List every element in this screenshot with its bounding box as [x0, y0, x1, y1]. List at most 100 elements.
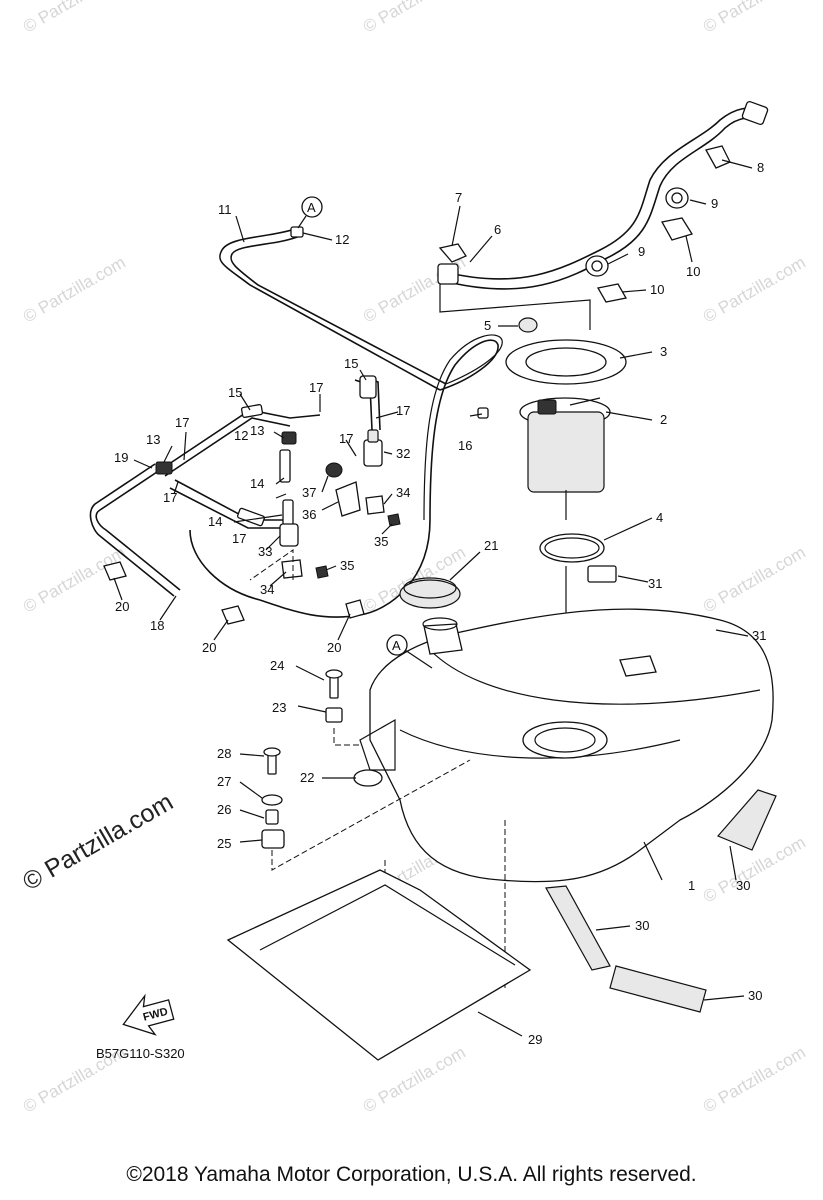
callout-label: 20: [115, 599, 129, 614]
callout-label: 4: [656, 510, 663, 525]
callout-label: 17: [232, 531, 246, 546]
callout-label: 16: [458, 438, 472, 453]
callout-label: 34: [396, 485, 410, 500]
callout-label: 13: [146, 432, 160, 447]
leader-lines: [113, 159, 753, 1037]
callout-label: 34: [260, 582, 274, 597]
clip-7: [438, 243, 467, 263]
callout-label: 7: [455, 190, 462, 205]
callout-label: 10: [686, 264, 700, 279]
clip-10-top: [660, 217, 694, 241]
ref-marker-label: A: [392, 638, 401, 653]
holder-34-left: [281, 559, 303, 579]
callout-label: 8: [757, 160, 764, 175]
loop-hose: [189, 339, 499, 618]
callout-label: 35: [374, 534, 388, 549]
ref-marker-label: A: [307, 200, 316, 215]
diagram-code: B57G110-S320: [96, 1046, 185, 1061]
damper-22: [353, 769, 383, 787]
gasket-4: [539, 533, 605, 563]
pipe-14-upper: [279, 449, 291, 483]
clamp-16: [477, 407, 489, 419]
fuel-pump-2: [519, 397, 611, 493]
callout-label: 3: [660, 344, 667, 359]
clip-10-bottom: [596, 283, 628, 303]
callout-label: 9: [638, 244, 645, 259]
bolt-35-left: [315, 565, 329, 579]
breather-hose-11: [219, 227, 447, 391]
callout-label: 23: [272, 700, 286, 715]
callout-label: 19: [114, 450, 128, 465]
callout-label: 17: [175, 415, 189, 430]
joint-13-left: [155, 461, 173, 475]
callout-label: 35: [340, 558, 354, 573]
callout-labels: 1234567899101011121213131414151516171717…: [114, 160, 766, 1047]
callout-label: 11: [218, 202, 232, 217]
callout-label: 25: [217, 836, 231, 851]
cap-37: [325, 462, 343, 478]
protector-29: [226, 869, 532, 1061]
callout-label: 30: [736, 878, 750, 893]
clip-8: [705, 145, 731, 169]
callout-label: 15: [344, 356, 358, 371]
damper-30-right: [716, 789, 777, 851]
callout-label: 31: [648, 576, 662, 591]
ref-marker-a-tank: A: [386, 634, 433, 669]
connector-31-upper: [587, 565, 617, 583]
bolt-35-right: [387, 513, 401, 527]
fuel-tank-1: [359, 608, 774, 883]
washer-27: [261, 794, 283, 806]
fuel-hose: [437, 100, 769, 290]
bracket-36: [335, 481, 361, 517]
damper-25: [261, 829, 285, 849]
callout-label: 5: [484, 318, 491, 333]
holder-34-right: [365, 495, 385, 515]
collar-26: [265, 809, 279, 825]
callout-label: 14: [250, 476, 264, 491]
callout-label: 17: [396, 403, 410, 418]
callout-label: 18: [150, 618, 164, 633]
callout-label: 2: [660, 412, 667, 427]
damper-30-lower: [609, 965, 707, 1013]
callout-label: 36: [302, 507, 316, 522]
damper-30-middle: [545, 885, 611, 971]
clip-20-lower: [221, 605, 245, 625]
callout-label: 17: [309, 380, 323, 395]
plate-3: [505, 339, 627, 385]
clip-20-right: [345, 599, 365, 619]
copyright-notice: ©2018 Yamaha Motor Corporation, U.S.A. A…: [126, 1163, 697, 1186]
collar-23: [325, 707, 343, 723]
callout-label: 9: [711, 196, 718, 211]
valve-32: [363, 439, 383, 467]
callout-label: 17: [163, 490, 177, 505]
callout-label: 10: [650, 282, 664, 297]
clip-20-left: [103, 561, 127, 581]
clamp-12: [290, 226, 304, 238]
callout-label: 12: [234, 428, 248, 443]
joint-13-center: [281, 431, 297, 445]
callout-label: 30: [748, 988, 762, 1003]
callout-label: 15: [228, 385, 242, 400]
filler-cap-21: [399, 577, 461, 609]
callout-label: 33: [258, 544, 272, 559]
valve-33: [279, 523, 299, 547]
callout-label: 28: [217, 746, 231, 761]
callout-label: 21: [484, 538, 498, 553]
callout-label: 20: [327, 640, 341, 655]
callout-label: 20: [202, 640, 216, 655]
callout-label: 14: [208, 514, 222, 529]
callout-label: 37: [302, 485, 316, 500]
callout-label: 32: [396, 446, 410, 461]
callout-label: 30: [635, 918, 649, 933]
callout-label: 29: [528, 1032, 542, 1047]
cap-5: [518, 317, 538, 333]
callout-label: 13: [250, 423, 264, 438]
callout-label: 27: [217, 774, 231, 789]
callout-label: 31: [752, 628, 766, 643]
callout-label: 1: [688, 878, 695, 893]
callout-label: 26: [217, 802, 231, 817]
callout-label: 22: [300, 770, 314, 785]
callout-label: 17: [339, 431, 353, 446]
callout-label: 24: [270, 658, 284, 673]
